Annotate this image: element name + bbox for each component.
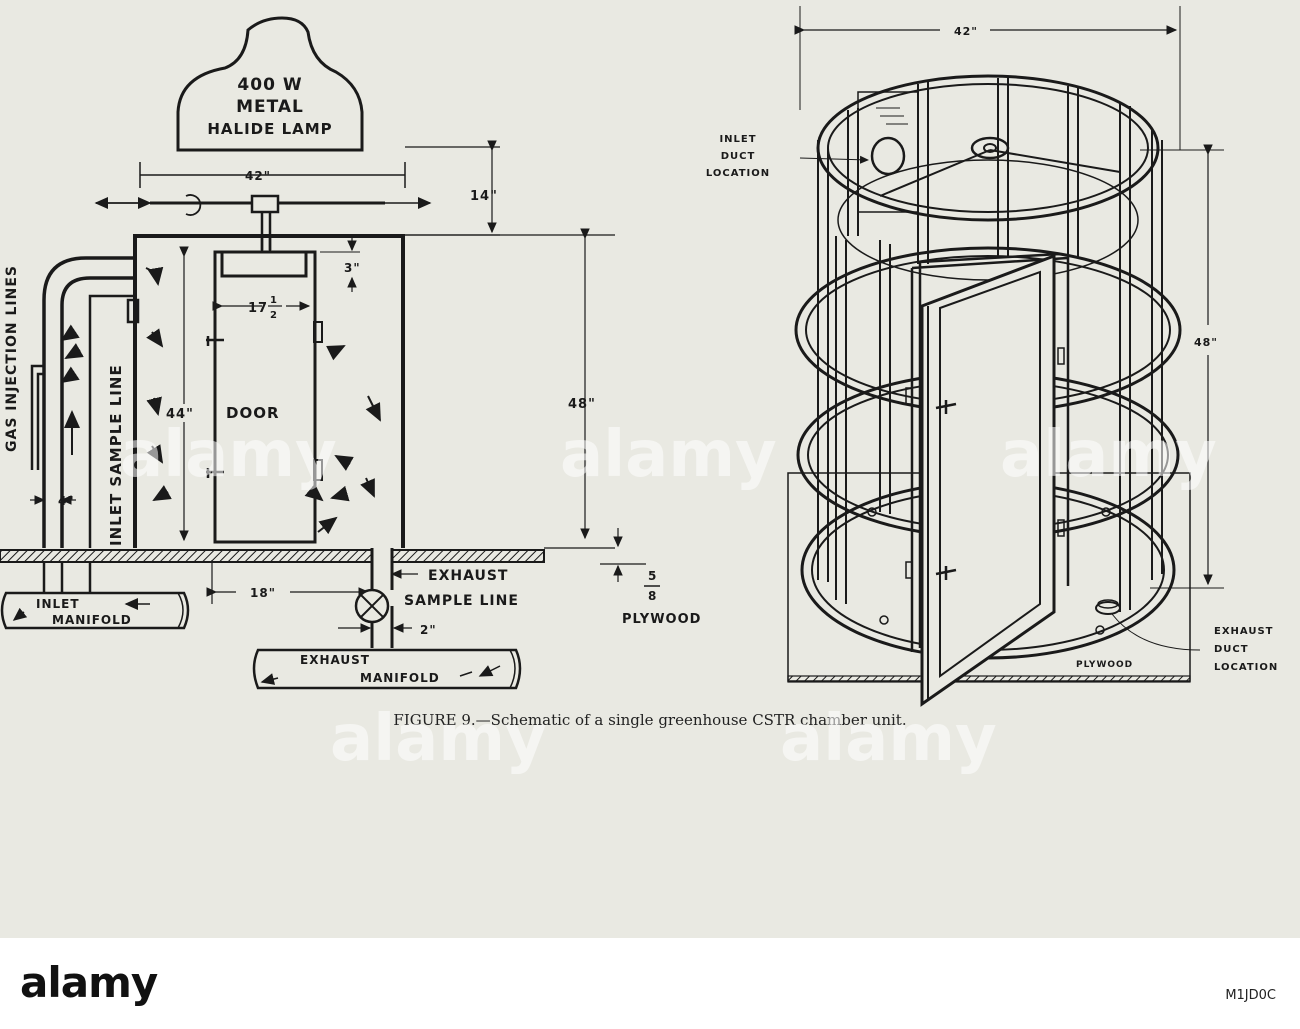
watermark: alamy (780, 702, 997, 776)
inlet-duct-line2: DUCT (721, 151, 756, 162)
dim-bg (172, 404, 198, 422)
inlet-duct-line3: LOCATION (706, 168, 770, 179)
dim-ply-den: 8 (648, 589, 657, 603)
watermark: alamy (330, 702, 547, 776)
figure-diagram: 400 W METAL HALIDE LAMP 42" 14" 3" 17 1 … (0, 6, 1278, 776)
door-label: DOOR (226, 404, 280, 422)
gas-injection-label: GAS INJECTION LINES (4, 265, 20, 452)
exhaust-duct-line1: EXHAUST (1214, 626, 1274, 637)
dim-exhaust-diam: 2" (420, 623, 437, 637)
dim-lamp-gap: 14" (470, 189, 498, 204)
dim-top-width: 42" (245, 169, 271, 183)
dim-door-width-whole: 17 (248, 301, 268, 316)
stock-footer: alamy M1JD0C (0, 938, 1300, 1029)
image-id: M1JD0C (1225, 988, 1276, 1003)
exhaust-sample-line2: SAMPLE LINE (404, 593, 519, 609)
dim-height-right: 48" (1194, 336, 1218, 349)
exhaust-duct-line3: LOCATION (1214, 662, 1278, 673)
cross-section-labels: 400 W METAL HALIDE LAMP 42" 14" 3" 17 1 … (4, 75, 701, 685)
dim-chamber-height: 48" (568, 397, 596, 412)
exhaust-manifold-line1: EXHAUST (300, 653, 370, 667)
lamp-label-line2: METAL (236, 97, 304, 117)
dim-width-right: 42" (954, 25, 978, 38)
figure-caption: FIGURE 9.—Schematic of a single greenhou… (393, 711, 906, 729)
exhaust-manifold-line2: MANIFOLD (360, 671, 440, 685)
lamp-label-line3: HALIDE LAMP (207, 120, 332, 138)
watermark: alamy (560, 418, 777, 492)
dim-top-gap: 3" (344, 261, 361, 275)
watermark: alamy (1000, 418, 1217, 492)
dim-ply-num: 5 (648, 569, 657, 583)
dim-door-height: 44" (166, 407, 194, 422)
dim-door-width-den: 2 (270, 310, 278, 321)
inlet-sample-label: INLET SAMPLE LINE (107, 364, 125, 546)
chamber-isometric (787, 6, 1224, 707)
plywood-label-left: PLYWOOD (622, 612, 701, 627)
isometric-labels: 42" 48" INLET DUCT LOCATION EXHAUST DUCT… (706, 25, 1278, 673)
exhaust-duct-line2: DUCT (1214, 644, 1249, 655)
chamber-cross-section (0, 16, 646, 690)
dim-spacing: 18" (250, 586, 276, 600)
figure-page: 400 W METAL HALIDE LAMP 42" 14" 3" 17 1 … (0, 0, 1300, 938)
dim-inlet-offset: 4" (58, 494, 75, 508)
alamy-logo: alamy (20, 958, 158, 1007)
inlet-manifold-line1: INLET (36, 597, 80, 611)
lamp-shade (176, 16, 364, 152)
dim-door-width-num: 1 (270, 295, 278, 306)
inlet-duct-line1: INLET (719, 134, 756, 145)
exhaust-sample-line1: EXHAUST (428, 568, 508, 584)
plywood-label-right: PLYWOOD (1076, 660, 1133, 670)
inlet-manifold-line2: MANIFOLD (52, 613, 132, 627)
watermark: alamy (120, 418, 337, 492)
lamp-label-line1: 400 W (237, 75, 302, 95)
